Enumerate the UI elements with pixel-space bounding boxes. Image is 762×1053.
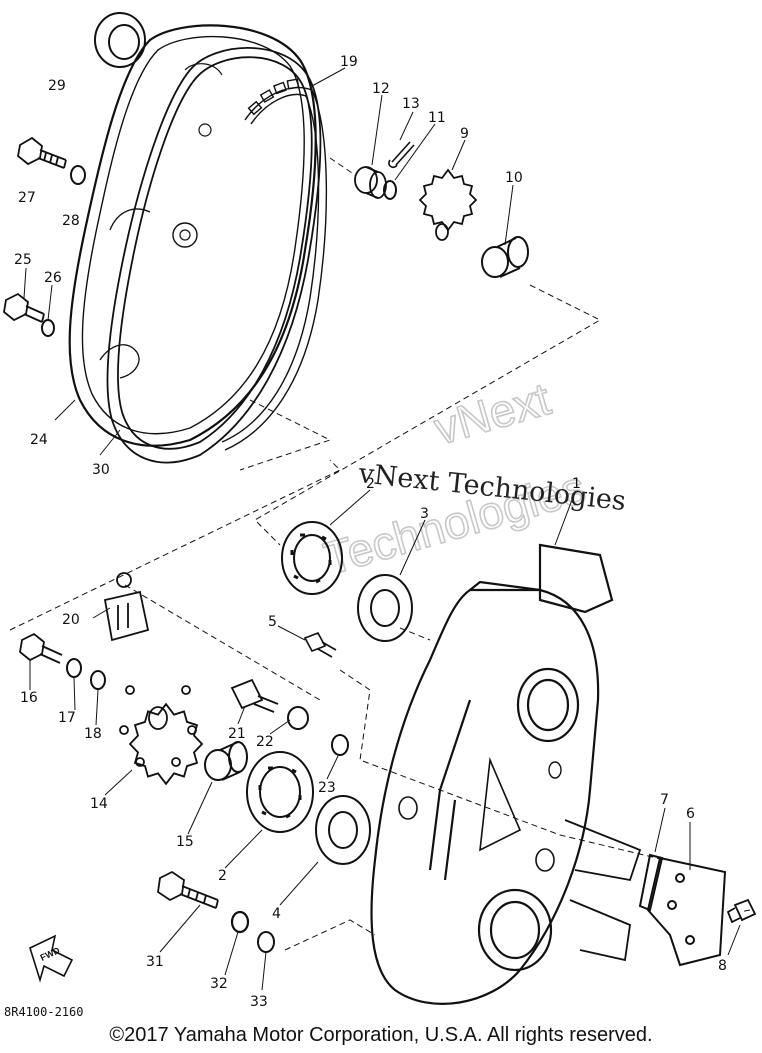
callout-3: 3: [420, 506, 429, 522]
callout-17: 17: [58, 710, 76, 726]
forward-direction-arrow: FWD: [29, 934, 74, 983]
chain-case-cover: [68, 24, 317, 447]
watermark-ghost-line1: vNext: [428, 372, 556, 454]
collar-12: [354, 166, 387, 199]
chain-case-housing: [370, 543, 642, 1005]
sprocket-9: [418, 168, 478, 241]
washer-23: [331, 734, 349, 756]
callout-30: 30: [92, 462, 110, 478]
collar-15: [204, 741, 248, 781]
bolt-31: [157, 870, 219, 909]
bolt-8: [726, 898, 757, 924]
assembly-guide-lines: [9, 157, 751, 951]
callout-6: 6: [686, 806, 695, 822]
washer-26: [41, 319, 55, 337]
callout-29: 29: [48, 78, 66, 94]
callout-20: 20: [62, 612, 80, 628]
callout-7: 7: [660, 792, 669, 808]
callout-15: 15: [176, 834, 194, 850]
callout-32: 32: [210, 976, 228, 992]
callout-2-lower: 2: [218, 868, 227, 884]
callout-1: 1: [572, 476, 581, 492]
callout-11: 11: [428, 110, 446, 126]
callout-27: 27: [18, 190, 36, 206]
bolt-5: [303, 632, 337, 658]
washer-32: [230, 910, 250, 934]
callout-23: 23: [318, 780, 336, 796]
callout-33: 33: [250, 994, 268, 1010]
callout-28: 28: [62, 213, 80, 229]
copyright-footer: ©2017 Yamaha Motor Corporation, U.S.A. A…: [109, 1024, 653, 1046]
callout-24: 24: [30, 432, 48, 448]
callout-21: 21: [228, 726, 246, 742]
callout-10: 10: [505, 170, 523, 186]
bolt-27: [17, 136, 67, 169]
callout-26: 26: [44, 270, 62, 286]
nut-22: [287, 706, 309, 730]
cotter-pin-13: [388, 141, 415, 168]
callout-31: 31: [146, 954, 164, 970]
callout-22: 22: [256, 734, 274, 750]
callout-numbers: 19 12 13 11 9 10 29 27 28 25 26 24 30 1 …: [14, 54, 727, 1010]
shim-7: [638, 853, 664, 912]
callout-13: 13: [402, 96, 420, 112]
callout-9: 9: [460, 126, 469, 142]
bolt-21: [230, 678, 279, 713]
callout-25: 25: [14, 252, 32, 268]
callout-4: 4: [272, 906, 281, 922]
leader-lines: [23, 67, 741, 991]
washer-11: [383, 180, 397, 200]
washer-17: [66, 658, 82, 678]
bolt-25: [3, 292, 45, 323]
drawing-code: 8R4100-2160: [4, 1005, 83, 1019]
bolt-16: [19, 632, 63, 664]
drive-chain: [221, 78, 328, 451]
sprocket-14: [119, 685, 204, 786]
bushing-10: [481, 236, 529, 278]
callout-2-upper: 2: [366, 476, 375, 492]
bracket-6: [646, 856, 727, 967]
callout-19: 19: [340, 54, 358, 70]
bearing-2-lower: [246, 751, 314, 833]
washer-33: [257, 931, 275, 953]
callout-16: 16: [20, 690, 38, 706]
oil-seal: [94, 12, 146, 68]
chain-case-gasket: [106, 47, 322, 464]
chain-tensioner-20: [103, 572, 150, 642]
callout-18: 18: [84, 726, 102, 742]
seal-3: [357, 574, 413, 642]
callout-8: 8: [718, 958, 727, 974]
callout-5: 5: [268, 614, 277, 630]
bearing-2-upper: [281, 521, 343, 595]
washer-28: [70, 165, 86, 185]
washer-18: [90, 670, 106, 690]
callout-12: 12: [372, 81, 390, 97]
callout-14: 14: [90, 796, 108, 812]
seal-4: [315, 795, 371, 865]
